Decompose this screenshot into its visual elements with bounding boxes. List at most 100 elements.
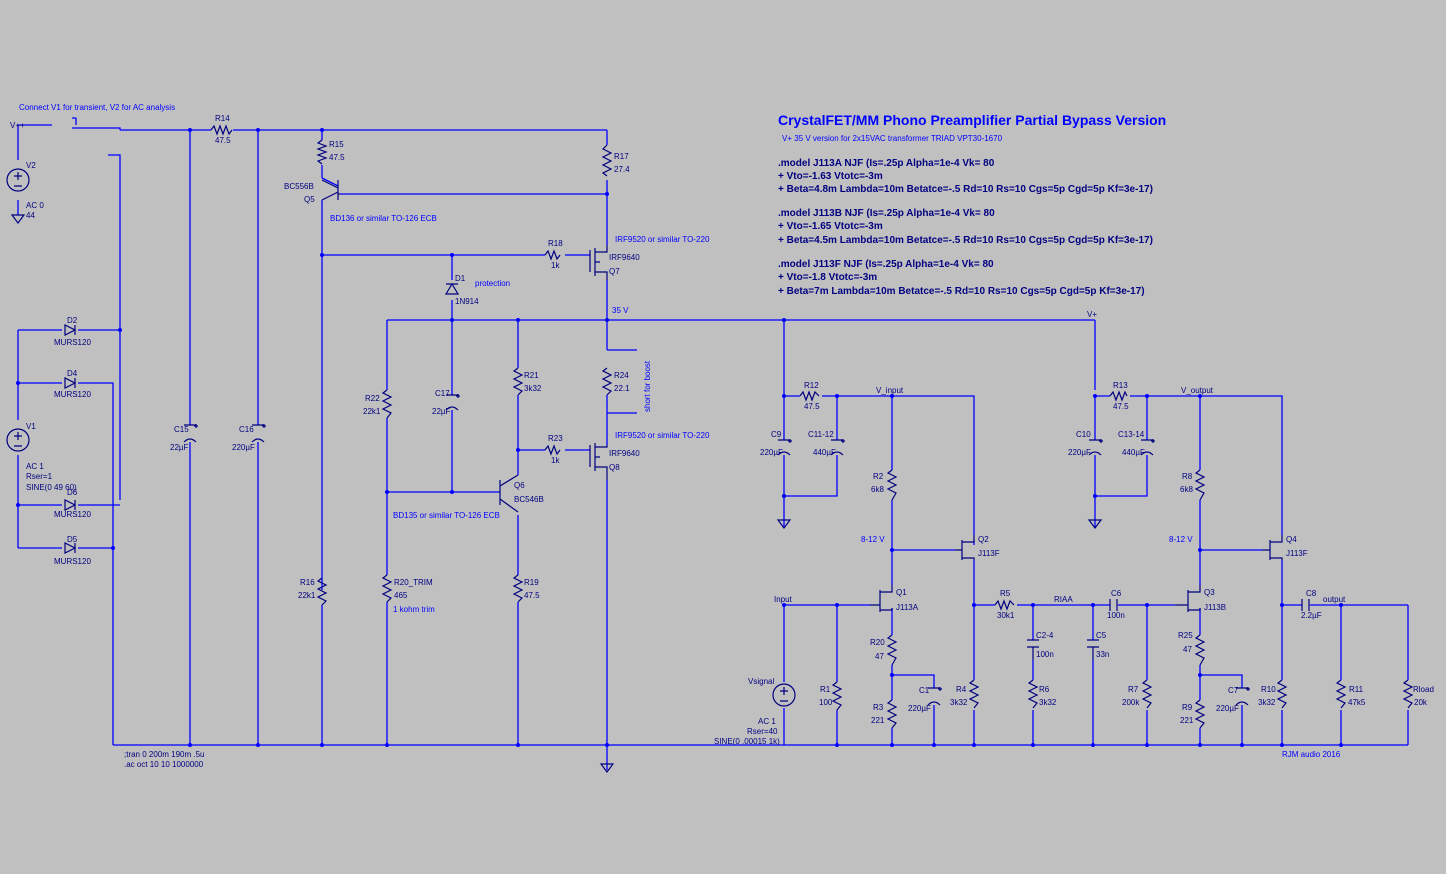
vsignal-name: Vsignal	[748, 677, 774, 686]
c15-name: C15	[174, 425, 189, 434]
r5-name: R5	[1000, 589, 1011, 598]
c10-value: 220µF	[1068, 448, 1091, 457]
v1-rser: Rser=1	[26, 472, 53, 481]
d6-name: D6	[67, 488, 78, 497]
r20-name: R20	[870, 638, 885, 647]
net-input: Input	[774, 595, 793, 604]
v1-ac: AC 1	[26, 462, 44, 471]
vsignal-ac: AC 1	[758, 717, 776, 726]
irf-bottom-note: IRF9520 or similar TO-220	[615, 431, 710, 440]
q6-part: BC546B	[514, 495, 544, 504]
r16-value: 22k1	[298, 591, 316, 600]
c15-value: 22µF	[170, 443, 189, 452]
r7-value: 200k	[1122, 698, 1140, 707]
c2-4-name: C2-4	[1036, 631, 1054, 640]
protection-note: protection	[475, 279, 510, 288]
c16-name: C16	[239, 425, 254, 434]
model-line: .model J113B NJF (Is=.25p Alpha=1e-4 Vk=…	[778, 208, 995, 219]
r8-name: R8	[1182, 472, 1193, 481]
q4-name: Q4	[1286, 535, 1297, 544]
r23-value: 1k	[551, 456, 560, 465]
r22-value: 22k1	[363, 407, 381, 416]
r15-name: R15	[329, 140, 344, 149]
c11-12-value: 440µF	[813, 448, 836, 457]
r14-name: R14	[215, 114, 230, 123]
rload-name: Rload	[1413, 685, 1434, 694]
wires	[17, 117, 1409, 770]
model-line: + Beta=7m Lambda=10m Betatce=-.5 Rd=10 R…	[778, 286, 1145, 297]
model-line: + Vto=-1.65 Vtotc=-3m	[778, 221, 883, 232]
r12-value: 47.5	[804, 402, 820, 411]
c17-name: C17	[435, 389, 450, 398]
r5-value: 30k1	[997, 611, 1015, 620]
c6-name: C6	[1111, 589, 1122, 598]
irf-top-note: IRF9520 or similar TO-220	[615, 235, 710, 244]
c7-name: C7	[1228, 686, 1239, 695]
q2-name: Q2	[978, 535, 989, 544]
r14-value: 47.5	[215, 136, 231, 145]
c9-name: C9	[771, 430, 782, 439]
r6-name: R6	[1039, 685, 1050, 694]
r1-value: 100	[819, 698, 833, 707]
net-labels: V++ V+ V_input V_output Input RIAA outpu…	[10, 121, 1346, 604]
v2-name: V2	[26, 161, 36, 170]
v1-name: V1	[26, 422, 36, 431]
r20-trim-name: R20_TRIM	[394, 578, 433, 587]
net-vpp: V++	[10, 121, 25, 130]
r12-name: R12	[804, 381, 819, 390]
c5-value: 33n	[1096, 650, 1109, 659]
r11-value: 47k5	[1348, 698, 1366, 707]
r19-value: 47.5	[524, 591, 540, 600]
rload-value: 20k	[1414, 698, 1428, 707]
d4-name: D4	[67, 369, 78, 378]
d5-name: D5	[67, 535, 78, 544]
tran-directive: ;tran 0 200m 190m .5u	[124, 750, 205, 759]
model-line: + Vto=-1.63 Vtotc=-3m	[778, 171, 883, 182]
q8-name: Q8	[609, 463, 620, 472]
r20-trim-value: 465	[394, 591, 408, 600]
r21-value: 3k32	[524, 384, 542, 393]
junction-dots	[16, 128, 1343, 747]
r8-value: 6k8	[1180, 485, 1193, 494]
q1-part: J113A	[896, 603, 919, 612]
c16-value: 220µF	[232, 443, 255, 452]
rail-35v-label: 35 V	[612, 306, 629, 315]
r11-name: R11	[1349, 685, 1364, 694]
c6-value: 100n	[1107, 611, 1125, 620]
q7-part: IRF9640	[609, 253, 640, 262]
model-line: + Beta=4.5m Lambda=10m Betatce=-.5 Rd=10…	[778, 235, 1153, 246]
q7-name: Q7	[609, 267, 620, 276]
r4-value: 3k32	[950, 698, 968, 707]
c5-name: C5	[1096, 631, 1107, 640]
c1-name: C1	[919, 686, 930, 695]
c7-value: 220µF	[1216, 704, 1239, 713]
c8-name: C8	[1306, 589, 1317, 598]
r9-value: 221	[1180, 716, 1194, 725]
model-line: + Vto=-1.8 Vtotc=-3m	[778, 272, 877, 283]
r17-name: R17	[614, 152, 629, 161]
q5-name: Q5	[304, 195, 315, 204]
bd136-note: BD136 or similar TO-126 ECB	[330, 214, 437, 223]
q8-part: IRF9640	[609, 449, 640, 458]
r3-value: 221	[871, 716, 885, 725]
v2-value: 44	[26, 211, 35, 220]
r10-name: R10	[1261, 685, 1276, 694]
r4-name: R4	[956, 685, 967, 694]
vsignal-rser: Rser=40	[747, 727, 778, 736]
net-v-input: V_input	[876, 386, 904, 395]
r21-name: R21	[524, 371, 539, 380]
c13-14-name: C13-14	[1118, 430, 1145, 439]
c9-value: 220µF	[760, 448, 783, 457]
q4-part: J113F	[1286, 549, 1308, 558]
boost-note: short for boost	[643, 360, 652, 412]
d2-name: D2	[67, 316, 78, 325]
r2-value: 6k8	[871, 485, 884, 494]
r24-value: 22.1	[614, 384, 630, 393]
d5-value: MURS120	[54, 557, 91, 566]
connect-note: Connect V1 for transient, V2 for AC anal…	[19, 103, 175, 112]
net-vplus: V+	[1087, 310, 1097, 319]
q3-part: J113B	[1204, 603, 1226, 612]
r25-name: R25	[1178, 631, 1193, 640]
source-labels: V2 AC 0 44 V1 AC 1 Rser=1 SINE(0 49 60) …	[26, 161, 780, 746]
